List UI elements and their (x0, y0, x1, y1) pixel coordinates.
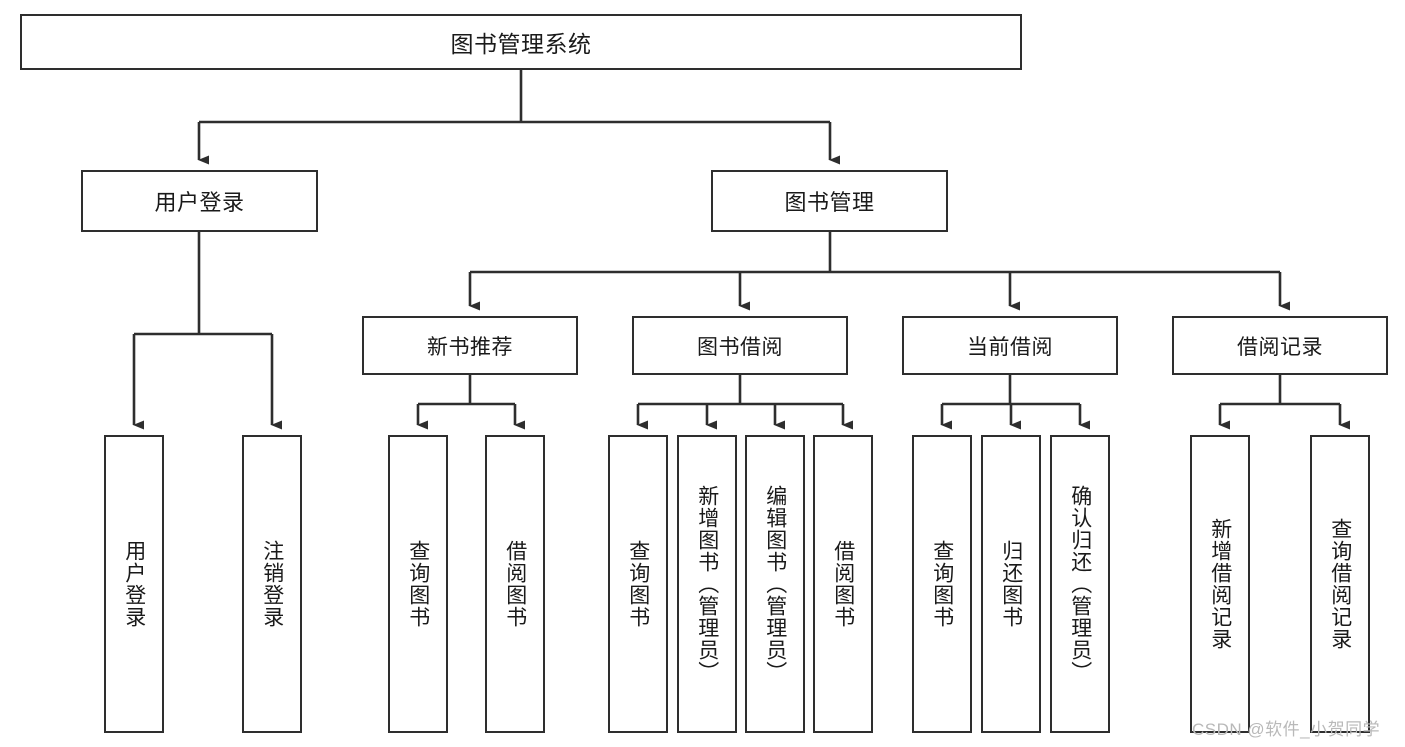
csdn-watermark: CSDN @软件_小贺同学 (1192, 720, 1381, 739)
node-leaf-add-borrow-record[interactable]: 新增借阅记录 (1190, 435, 1250, 733)
node-label: 查询图书 (930, 540, 954, 628)
node-leaf-add-book-admin[interactable]: 新增图书（管理员） (677, 435, 737, 733)
node-current-borrow[interactable]: 当前借阅 (902, 316, 1118, 375)
node-label: 图书管理系统 (450, 31, 592, 57)
node-label: 用户登录 (122, 540, 146, 628)
node-leaf-query-borrow-record[interactable]: 查询借阅记录 (1310, 435, 1370, 733)
node-label: 编辑图书（管理员） (763, 485, 787, 683)
node-label: 注销登录 (260, 540, 284, 628)
node-label: 借阅图书 (831, 540, 855, 628)
node-leaf-query-book-new[interactable]: 查询图书 (388, 435, 448, 733)
node-leaf-edit-book-admin[interactable]: 编辑图书（管理员） (745, 435, 805, 733)
node-label: 图书管理 (784, 190, 875, 215)
node-label: 新书推荐 (427, 335, 513, 359)
node-label: 查询借阅记录 (1328, 518, 1352, 650)
node-borrow-record[interactable]: 借阅记录 (1172, 316, 1388, 375)
node-book-borrow[interactable]: 图书借阅 (632, 316, 848, 375)
node-book-management[interactable]: 图书管理 (711, 170, 948, 232)
node-leaf-logout[interactable]: 注销登录 (242, 435, 302, 733)
node-label: 查询图书 (406, 540, 430, 628)
node-leaf-return-book[interactable]: 归还图书 (981, 435, 1041, 733)
node-label: 确认归还（管理员） (1068, 485, 1092, 683)
node-label: 借阅图书 (503, 540, 527, 628)
node-label: 借阅记录 (1237, 335, 1323, 359)
node-label: 归还图书 (999, 540, 1023, 628)
node-user-login[interactable]: 用户登录 (81, 170, 318, 232)
node-leaf-query-book[interactable]: 查询图书 (608, 435, 668, 733)
node-new-book-recommend[interactable]: 新书推荐 (362, 316, 578, 375)
node-label: 用户登录 (154, 190, 245, 215)
node-leaf-confirm-return-admin[interactable]: 确认归还（管理员） (1050, 435, 1110, 733)
node-leaf-query-book-current[interactable]: 查询图书 (912, 435, 972, 733)
node-leaf-user-login[interactable]: 用户登录 (104, 435, 164, 733)
node-root-system[interactable]: 图书管理系统 (20, 14, 1022, 70)
node-label: 新增借阅记录 (1208, 518, 1232, 650)
node-label: 当前借阅 (967, 335, 1053, 359)
node-leaf-borrow-book[interactable]: 借阅图书 (813, 435, 873, 733)
node-label: 查询图书 (626, 540, 650, 628)
node-leaf-borrow-book-new[interactable]: 借阅图书 (485, 435, 545, 733)
node-label: 图书借阅 (697, 335, 783, 359)
node-label: 新增图书（管理员） (695, 485, 719, 683)
